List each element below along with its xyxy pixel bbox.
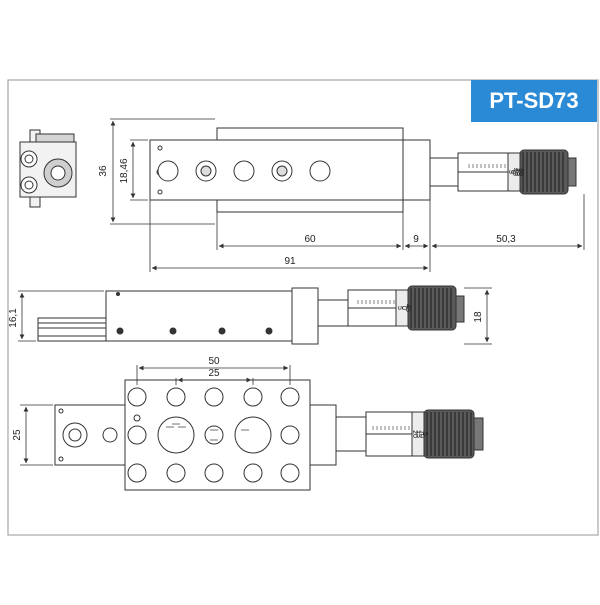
end-view-plate [35,133,75,143]
mount-hole [280,387,300,407]
side-body [105,290,293,342]
mount-hole [280,463,300,483]
mount-hole [280,425,300,445]
mount-hole [127,463,147,483]
end-view-knob-center [50,165,66,181]
dim-height-inner: 18,46 [119,158,130,183]
dim-micrometer: 50,3 [496,234,516,245]
end-view-hole-top-inner [24,154,34,164]
stage-top [149,127,431,213]
mount-hole [243,463,263,483]
scale-label: 35 [515,168,522,176]
dim-height-outer: 36 [98,165,109,177]
end-view [19,129,77,208]
scale-label: 15 [414,430,421,438]
product-title: PT-SD73 [471,80,597,122]
side-end-block [291,287,319,345]
scale-label: 0 [509,170,516,174]
scale-label: 45 [404,304,411,312]
bearing-recess [157,416,195,454]
drawing-frame [7,79,599,536]
scale-label: 5 [507,170,514,174]
dim-side-height-left: 16,1 [8,308,19,328]
bottom-pin [58,456,64,462]
dim-stage-travel: 60 [304,234,316,245]
screw-hole [157,145,163,151]
dim-bottom-height: 25 [12,429,23,441]
side-screw [169,327,177,335]
mount-hole [127,387,147,407]
dim-hole-pitch-inner: 25 [208,368,220,379]
bottom-pin [58,408,64,414]
mount-hole [166,463,186,483]
bottom-large-hole-inner [68,428,82,442]
mount-hole [204,387,224,407]
scale-label: 30 [517,168,524,176]
mount-hole [204,463,224,483]
scale-label: 0 [400,306,407,310]
mount-hole [166,387,186,407]
micrometer-cap [567,157,577,187]
end-view-hole-bottom-inner [24,180,34,190]
mount-hole [157,160,179,182]
scale-label: 5 [396,306,403,310]
top-dimensions [110,118,585,272]
screw-hole [157,189,163,195]
top-rail-lower [216,199,404,213]
side-base-slide [37,317,107,342]
scale-label: 5 [421,432,428,436]
dim-side-height-right: 18 [473,311,484,323]
dim-hole-pitch-outer: 50 [208,356,220,367]
bottom-end-block [309,404,337,466]
side-micrometer-base [317,299,349,327]
knob-ridges [522,152,564,192]
side-micrometer-cap [455,295,465,323]
mount-hole [233,160,255,182]
mount-hole [243,387,263,407]
dim-gap: 9 [413,234,419,245]
knob-ridges [426,412,472,456]
mount-hole-inner [200,165,212,177]
top-rail-upper [216,127,404,141]
bottom-pin-small [133,414,141,422]
micrometer-sleeve-base [429,157,459,187]
side-screw [218,327,226,335]
scale-label: 10 [418,430,425,438]
dim-total-length: 91 [284,256,296,267]
bottom-micrometer-base [335,416,367,452]
center-hole [204,425,224,445]
mount-hole [127,425,147,445]
side-screw [265,327,273,335]
side-screw-small [116,292,120,296]
knob-ridges [410,288,452,328]
end-view-tab-bottom [29,196,41,208]
micrometer-top [429,149,577,195]
scale-label: 40 [513,168,520,176]
scale-label: 45 [511,168,518,176]
mount-hole [309,160,331,182]
mount-hole-inner [276,165,288,177]
bottom-holes [127,387,300,483]
scale-label: 20 [411,430,418,438]
bottom-small-hole [102,427,118,443]
side-screw [116,327,124,335]
bottom-micrometer-cap [473,417,484,451]
bearing-recess [234,416,272,454]
